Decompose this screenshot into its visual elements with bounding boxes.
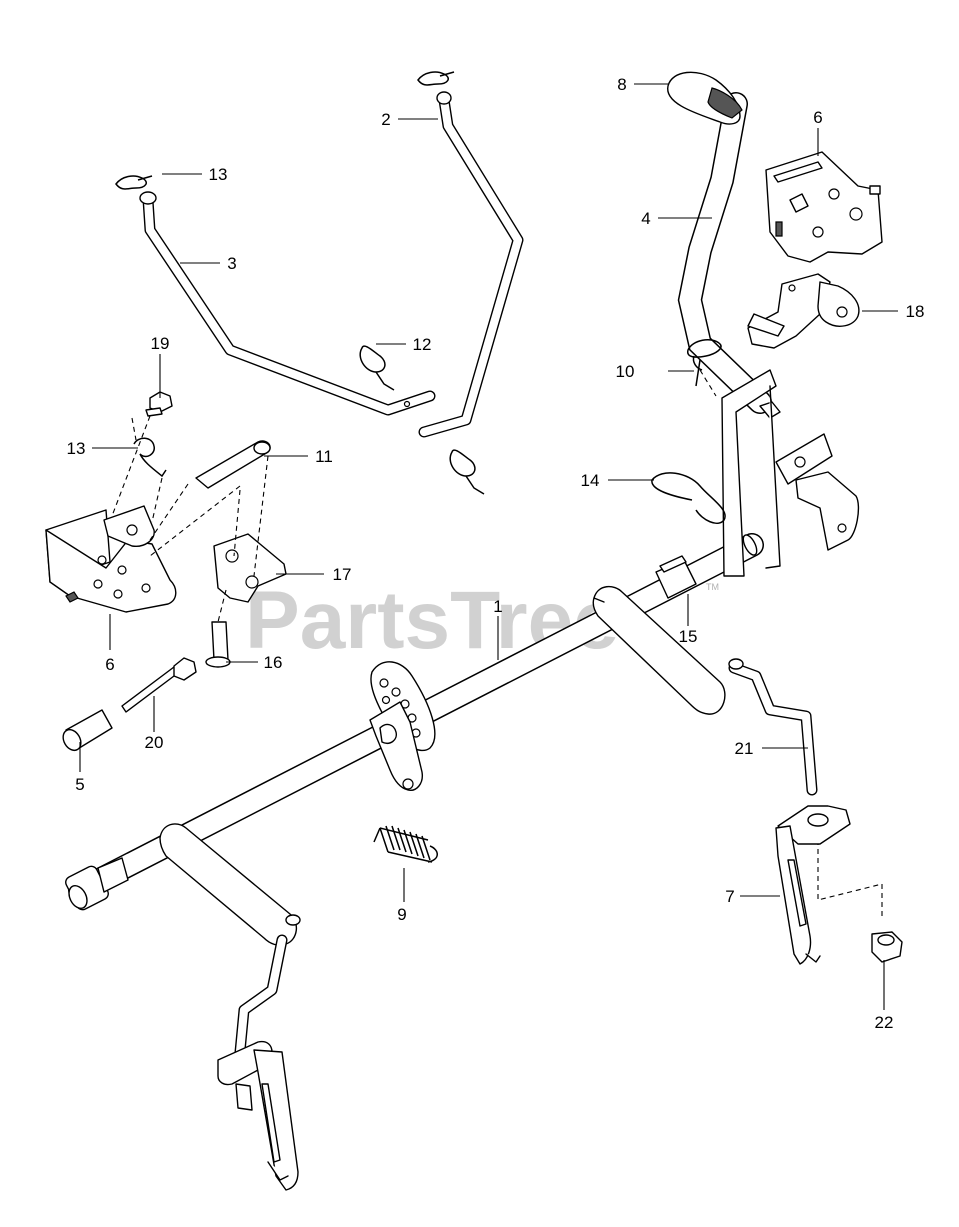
part-7-height-bracket[interactable] xyxy=(775,805,851,965)
watermark-trademark: TM xyxy=(706,582,719,592)
callout-22: 22 xyxy=(875,1013,894,1032)
lift-arm-right[interactable] xyxy=(592,585,726,715)
callout-labels: 8 2 13 3 4 6 18 10 12 19 13 11 14 17 1 1… xyxy=(67,75,925,1032)
callout-5: 5 xyxy=(75,775,84,794)
part-18-latch-plate[interactable] xyxy=(747,273,860,349)
part-21-rod[interactable] xyxy=(728,658,818,796)
part-3-lift-rod[interactable] xyxy=(139,191,436,416)
callout-7: 7 xyxy=(725,887,734,906)
part-13-clip-top[interactable] xyxy=(115,175,153,190)
part-5-spacer[interactable] xyxy=(60,709,113,754)
callout-13-left: 13 xyxy=(67,439,86,458)
callout-12: 12 xyxy=(413,335,432,354)
clip-under-part-2[interactable] xyxy=(449,449,485,495)
part-11-pin[interactable] xyxy=(195,440,271,489)
part-16-pin[interactable] xyxy=(205,621,231,668)
part-6-bracket-left[interactable] xyxy=(45,505,177,613)
part-20-bolt[interactable] xyxy=(121,657,197,713)
callout-3: 3 xyxy=(227,254,236,273)
callout-15: 15 xyxy=(679,627,698,646)
part-15-bushing[interactable] xyxy=(655,555,697,599)
callout-6-left: 6 xyxy=(105,655,114,674)
callout-8: 8 xyxy=(617,75,626,94)
part-19-bolt[interactable] xyxy=(145,391,173,417)
callout-10: 10 xyxy=(616,362,635,381)
lift-arm-left[interactable] xyxy=(159,823,301,1058)
part-10-clip[interactable] xyxy=(687,338,722,387)
callout-19: 19 xyxy=(151,334,170,353)
callout-18: 18 xyxy=(906,302,925,321)
callout-20: 20 xyxy=(145,733,164,752)
part-2-lift-rod[interactable] xyxy=(418,91,524,438)
callout-13-top: 13 xyxy=(209,165,228,184)
callout-16: 16 xyxy=(264,653,283,672)
callout-17: 17 xyxy=(333,565,352,584)
left-height-bracket[interactable] xyxy=(217,1040,299,1191)
callout-9: 9 xyxy=(397,905,406,924)
callout-6-right: 6 xyxy=(813,108,822,127)
part-12-clip[interactable] xyxy=(359,345,395,391)
height-index-plate[interactable] xyxy=(369,661,436,791)
right-mount-bracket[interactable] xyxy=(721,369,860,577)
part-4-lift-handle[interactable] xyxy=(677,92,772,414)
callout-11: 11 xyxy=(315,447,333,466)
part-17-pivot-bracket[interactable] xyxy=(213,533,287,603)
callout-2: 2 xyxy=(381,110,390,129)
callout-14: 14 xyxy=(581,471,600,490)
part-6-bracket-right[interactable] xyxy=(765,151,883,263)
callout-4: 4 xyxy=(641,209,650,228)
part-22-nut[interactable] xyxy=(871,931,903,963)
part-14-clip[interactable] xyxy=(651,472,726,524)
part-9-spring[interactable] xyxy=(373,825,438,863)
callout-21: 21 xyxy=(735,739,754,758)
part-8-handle-grip[interactable] xyxy=(667,71,743,125)
part-13-clip-left[interactable] xyxy=(133,437,167,478)
callout-1: 1 xyxy=(493,597,502,616)
leader-lines xyxy=(79,83,898,1010)
clip-top-part-2[interactable] xyxy=(417,71,455,86)
